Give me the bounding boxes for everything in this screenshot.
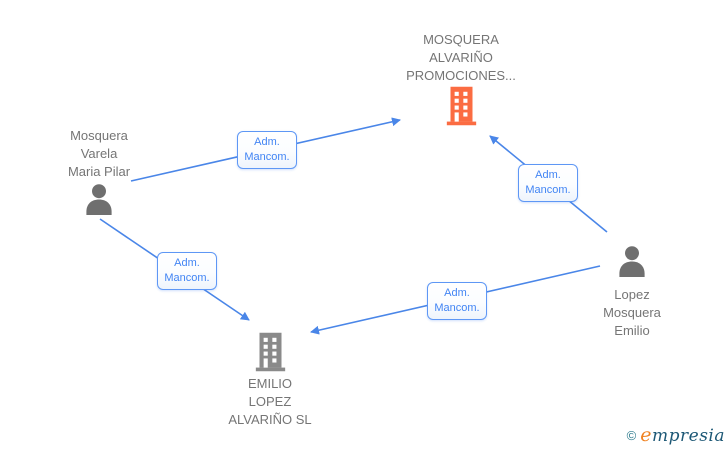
node-person-left[interactable]: Mosquera Varela Maria Pilar [39,127,159,215]
brand-name: empresia [640,424,725,446]
building-icon [255,332,285,372]
edge-label-adm-mancom-4[interactable]: Adm. Mancom. [427,282,487,320]
node-company-top[interactable]: MOSQUERA ALVARIÑO PROMOCIONES... [386,31,536,126]
person-icon [86,184,112,215]
empresia-logo[interactable]: © empresia [627,424,725,446]
edge-label-adm-mancom-3[interactable]: Adm. Mancom. [157,252,217,290]
company-bottom-name: EMILIO LOPEZ ALVARIÑO SL [228,376,312,427]
person-icon [619,246,645,277]
node-person-right[interactable]: Lopez Mosquera Emilio [572,245,692,340]
copyright-icon: © [626,427,637,443]
company-top-name: MOSQUERA ALVARIÑO PROMOCIONES... [406,32,516,83]
node-company-bottom[interactable]: EMILIO LOPEZ ALVARIÑO SL [200,332,340,429]
edge-label-adm-mancom-2[interactable]: Adm. Mancom. [518,164,578,202]
person-left-name: Mosquera Varela Maria Pilar [67,128,131,179]
person-right-name: Lopez Mosquera Emilio [603,287,661,338]
edge-label-adm-mancom-1[interactable]: Adm. Mancom. [237,131,297,169]
building-icon [446,86,476,126]
